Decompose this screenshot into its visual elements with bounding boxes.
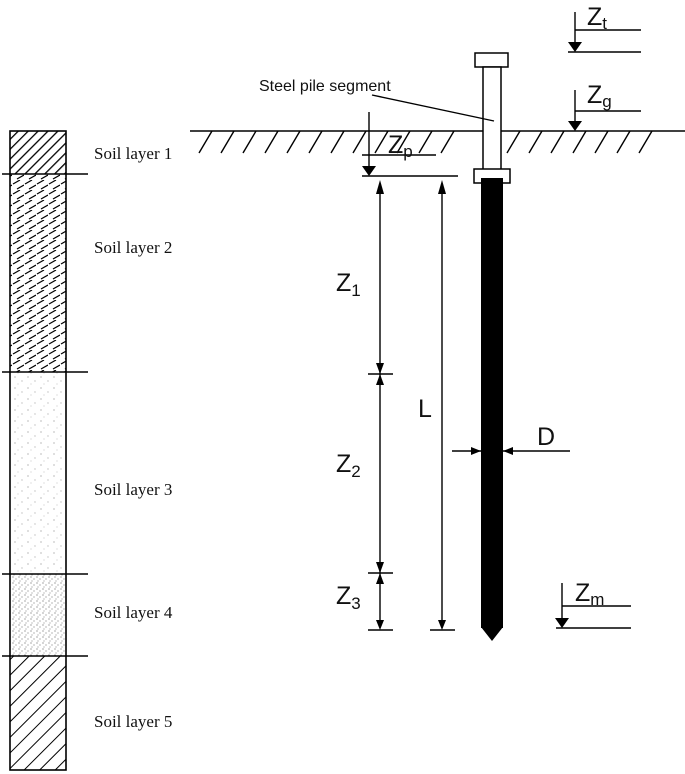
soil-layer-1-label: Soil layer 1 bbox=[94, 144, 172, 163]
z2-bottom-arrow bbox=[376, 562, 384, 573]
ground-hatch-tick bbox=[440, 130, 455, 154]
l-dimension: L bbox=[418, 180, 455, 631]
ground-hatch-tick bbox=[352, 130, 367, 154]
l-label: L bbox=[418, 395, 432, 423]
steel-pile-segment bbox=[482, 66, 502, 177]
soil-layer-5-label: Soil layer 5 bbox=[94, 712, 172, 731]
soil-layer-3-fill bbox=[10, 372, 66, 574]
ground-hatch-tick bbox=[198, 130, 213, 154]
ground-hatch-tick bbox=[506, 130, 521, 154]
soil-layer-4-fill bbox=[10, 574, 66, 656]
d-right-arrow bbox=[503, 447, 513, 455]
l-bottom-arrow bbox=[438, 620, 446, 630]
z-dimension-chain: Z1 Z2 Z3 bbox=[336, 180, 393, 631]
ground-hatch-tick bbox=[528, 130, 543, 154]
z3-label: Z3 bbox=[336, 582, 361, 613]
ground-hatch-ticks bbox=[198, 130, 653, 154]
ground-hatch-tick bbox=[330, 130, 345, 154]
ground-hatch-tick bbox=[242, 130, 257, 154]
soil-layer-1-fill bbox=[10, 131, 66, 174]
pile bbox=[473, 52, 511, 641]
ground-hatch-tick bbox=[594, 130, 609, 154]
zm-label: Zm bbox=[575, 579, 604, 609]
ground-hatch-tick bbox=[550, 130, 565, 154]
ground-hatch-tick bbox=[220, 130, 235, 154]
pile-tip bbox=[481, 627, 503, 641]
soil-layer-4-label: Soil layer 4 bbox=[94, 603, 173, 622]
ground-hatch-tick bbox=[418, 130, 433, 154]
z1-bottom-arrow bbox=[376, 363, 384, 374]
soil-layer-5-fill bbox=[10, 656, 66, 770]
z3-bottom-arrow bbox=[376, 620, 384, 630]
ground-surface bbox=[190, 130, 685, 154]
soil-column-border bbox=[9, 130, 67, 771]
z1-label: Z1 bbox=[336, 269, 361, 300]
soil-layer-2-fill bbox=[10, 174, 66, 372]
ground-hatch-tick bbox=[638, 130, 653, 154]
ground-hatch-tick bbox=[616, 130, 631, 154]
z2-label: Z2 bbox=[336, 450, 361, 481]
soil-column bbox=[2, 130, 88, 771]
zg-label: Zg bbox=[587, 81, 612, 111]
ground-hatch-tick bbox=[286, 130, 301, 154]
zg-level-marker: Zg bbox=[568, 81, 641, 131]
ground-hatch-tick bbox=[374, 130, 389, 154]
ground-hatch-tick bbox=[396, 130, 411, 154]
zp-label: Zp bbox=[388, 131, 413, 161]
d-left-arrow bbox=[471, 447, 481, 455]
steel-pile-cap bbox=[474, 52, 509, 68]
l-top-arrow bbox=[438, 180, 446, 194]
steel-pile-segment-label: Steel pile segment bbox=[259, 78, 391, 95]
soil-layer-3-label: Soil layer 3 bbox=[94, 480, 172, 499]
zt-level-marker: Zt bbox=[568, 3, 641, 53]
z1-top-arrow bbox=[376, 180, 384, 194]
pile-shaft bbox=[481, 178, 503, 628]
d-dimension: D bbox=[452, 423, 570, 455]
zm-level-marker: Zm bbox=[555, 579, 631, 629]
ground-hatch-tick bbox=[308, 130, 323, 154]
z2-top-arrow bbox=[376, 374, 384, 385]
callout-leader-line bbox=[371, 94, 495, 122]
soil-layer-2-label: Soil layer 2 bbox=[94, 238, 172, 257]
ground-hatch-tick bbox=[264, 130, 279, 154]
d-label: D bbox=[537, 423, 555, 451]
zt-label: Zt bbox=[587, 3, 607, 33]
z3-top-arrow bbox=[376, 573, 384, 584]
ground-hatch-tick bbox=[572, 130, 587, 154]
zp-level-marker: Zp bbox=[362, 112, 458, 177]
